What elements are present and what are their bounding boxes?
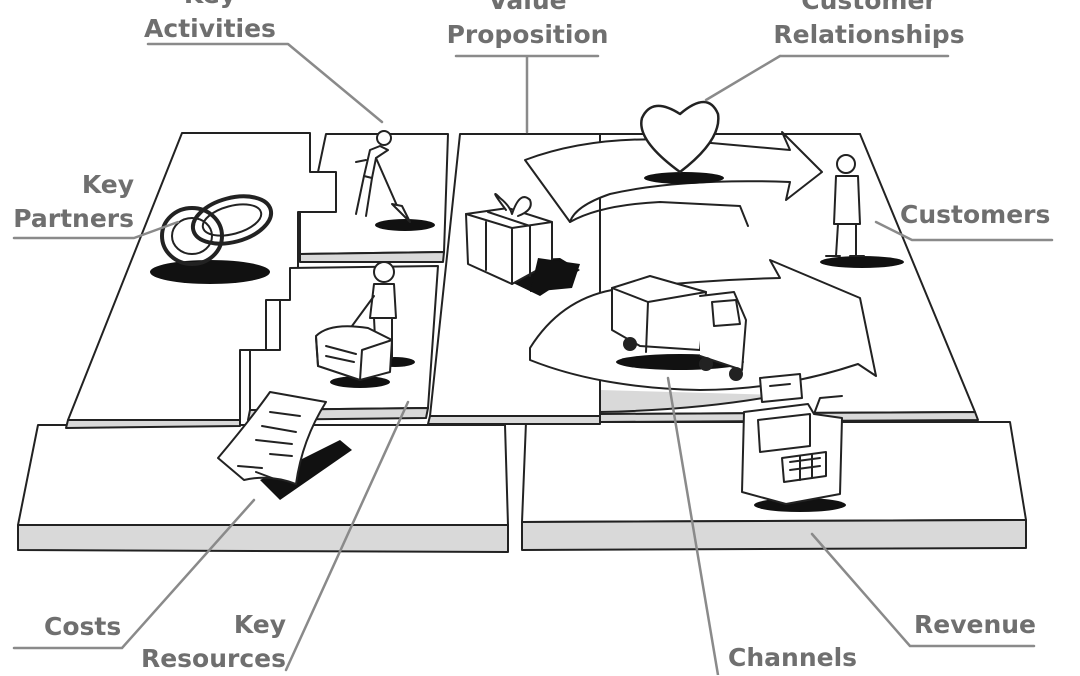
label-value-proposition: Value Proposition bbox=[430, 0, 625, 52]
label-key-activities-line1: Key bbox=[130, 0, 290, 12]
label-value-proposition-line2: Proposition bbox=[446, 20, 609, 49]
cash-register-icon bbox=[741, 373, 846, 512]
customer-person-icon bbox=[820, 154, 904, 268]
label-customer-relationships: Customer Relationships bbox=[760, 0, 978, 52]
label-key-resources-line1: Key bbox=[233, 610, 286, 639]
leader-customer-relationships bbox=[704, 54, 950, 102]
truck-icon bbox=[611, 275, 747, 381]
label-key-partners-line2: Partners bbox=[13, 204, 134, 233]
label-customers-text: Customers bbox=[900, 200, 1051, 229]
rings-icon bbox=[150, 194, 274, 284]
label-key-resources: Key Resources bbox=[130, 608, 286, 676]
leader-value-proposition bbox=[454, 54, 600, 134]
digging-person-icon bbox=[355, 130, 435, 231]
leader-costs bbox=[12, 498, 256, 650]
worker-with-machine-icon bbox=[315, 261, 415, 388]
label-revenue: Revenue bbox=[914, 608, 1036, 642]
label-key-activities: Key Activities bbox=[130, 0, 290, 46]
contract-document-icon bbox=[217, 391, 352, 500]
leader-channels bbox=[666, 376, 720, 675]
label-value-proposition-line1: Value bbox=[488, 0, 567, 15]
label-key-activities-line2: Activities bbox=[144, 14, 276, 43]
leader-revenue bbox=[810, 532, 1036, 648]
label-customers: Customers bbox=[900, 198, 1050, 232]
label-customer-relationships-line1: Customer bbox=[801, 0, 937, 15]
leader-key-resources bbox=[284, 400, 410, 672]
label-revenue-text: Revenue bbox=[914, 610, 1037, 639]
leader-customers bbox=[874, 220, 1054, 242]
gift-box-icon bbox=[465, 193, 580, 296]
label-customer-relationships-line2: Relationships bbox=[773, 20, 965, 49]
label-channels: Channels bbox=[728, 641, 857, 675]
leader-key-activities bbox=[146, 42, 384, 124]
label-key-resources-line2: Resources bbox=[140, 644, 286, 673]
leader-key-partners bbox=[12, 220, 180, 240]
label-costs-text: Costs bbox=[44, 612, 122, 641]
label-key-partners: Key Partners bbox=[0, 168, 134, 236]
label-key-partners-line1: Key bbox=[81, 170, 134, 199]
leader-lines bbox=[12, 42, 1054, 675]
heart-icon bbox=[640, 100, 724, 184]
label-channels-text: Channels bbox=[728, 643, 858, 672]
label-costs: Costs bbox=[44, 610, 121, 644]
